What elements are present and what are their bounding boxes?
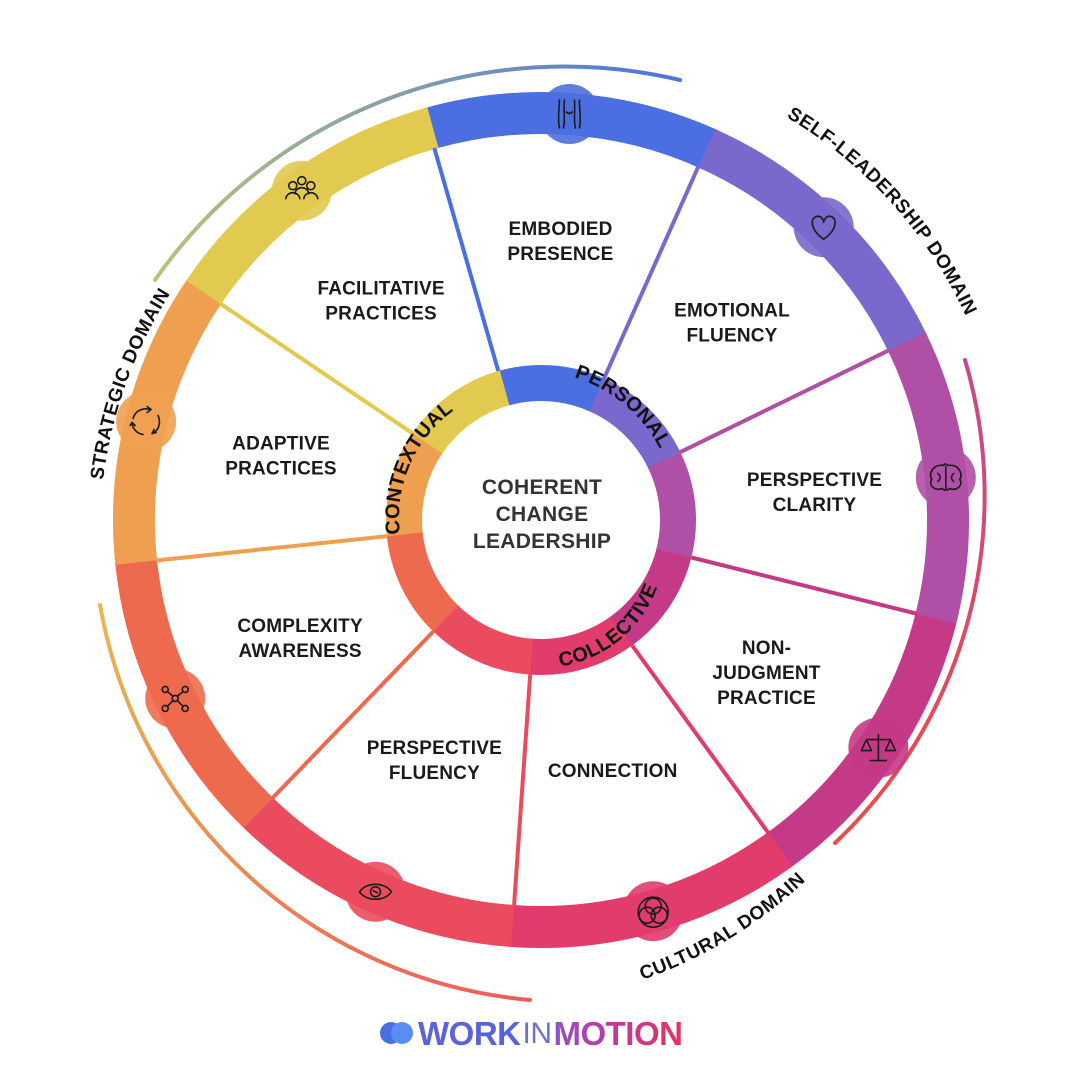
network-icon (145, 668, 206, 729)
cycle-icon (116, 391, 177, 452)
center-line-1: COHERENT (482, 476, 602, 499)
inner-ring-segment (609, 548, 692, 647)
segment-label-line: EMBODIED (509, 219, 613, 240)
eye-icon (345, 861, 406, 922)
inner-ring-segment (412, 370, 510, 454)
segment-label: COMPLEXITY AWARENESS (237, 616, 363, 662)
segment-label-line: COMPLEXITY (237, 616, 363, 637)
strategic-bottom-arc (98, 603, 532, 1002)
segment-label-line: PRACTICES (225, 459, 337, 480)
logo-word-work: WORK (418, 1015, 521, 1052)
logo-word-motion: MOTION (553, 1015, 683, 1052)
spokes (155, 147, 917, 907)
segment-label: CONNECTION (548, 761, 678, 782)
segment-label: PERSPECTIVE CLARITY (747, 470, 882, 516)
segment-label-line: PERSPECTIVE (367, 738, 502, 759)
segment-label-line: PRACTICE (717, 688, 816, 709)
segment-label-line: FLUENCY (389, 763, 480, 784)
heart-icon (793, 197, 854, 258)
segment-label: ADAPTIVE PRACTICES (225, 434, 337, 480)
spoke-line (602, 165, 701, 380)
spoke-line (219, 301, 414, 435)
segment-label-line: PRESENCE (507, 244, 613, 265)
circles-icon (623, 881, 684, 942)
spoke-line (679, 348, 890, 454)
center-line-3: LEADERSHIP (473, 530, 611, 553)
inner-ring-segment (528, 615, 633, 676)
center-label: COHERENT CHANGE LEADERSHIP (473, 476, 611, 553)
inner-ring-segment (432, 604, 534, 675)
segment-label-line: CLARITY (773, 495, 857, 516)
segment-icons (116, 84, 976, 942)
segment-label-line: PERSPECTIVE (747, 470, 882, 491)
segment-label-line: FACILITATIVE (317, 278, 444, 299)
inner-ring (386, 364, 696, 676)
inner-ring-segment (588, 378, 682, 470)
brain-icon (915, 447, 976, 508)
strategic-top-arc (153, 64, 682, 282)
spoke-line (630, 644, 771, 835)
spoke-line (690, 555, 917, 616)
segment-label-line: AWARENESS (238, 641, 361, 662)
segment-labels: EMBODIEDPRESENCEEMOTIONALFLUENCYPERSPECT… (225, 219, 882, 784)
segment-label-line: PRACTICES (325, 303, 437, 324)
scales-icon (848, 717, 909, 778)
logo-mark-icon (380, 1022, 414, 1046)
segment-label: EMBODIED PRESENCE (507, 219, 613, 265)
inner-ring-segment (498, 364, 606, 412)
segment-label-line: FLUENCY (686, 326, 777, 347)
segment-label-line: CONNECTION (548, 761, 678, 782)
spoke-line (270, 630, 435, 800)
segment-label-line: NON- (742, 638, 791, 659)
logo-word-in: IN (522, 1017, 552, 1050)
segment-label: PERSPECTIVE FLUENCY (367, 738, 502, 784)
inner-ring-segment (386, 431, 444, 537)
segment-label: NON- JUDGMENT PRACTICE (712, 638, 820, 709)
inner-ring-segment (647, 452, 696, 560)
domain-arcs (98, 64, 987, 1002)
segment-label-line: EMOTIONAL (674, 301, 790, 322)
spoke-line (512, 674, 533, 907)
cultural-right-arc (833, 358, 987, 845)
spoke-line (155, 534, 388, 563)
inner-ring-segment (386, 530, 459, 632)
segment-label-line: ADAPTIVE (232, 434, 330, 455)
work-in-motion-logo: WORK IN MOTION (380, 1014, 683, 1054)
spoke-line (432, 147, 501, 372)
segment-label: EMOTIONAL FLUENCY (674, 301, 790, 347)
people-icon (271, 160, 332, 221)
body-icon (539, 84, 600, 144)
segment-label-line: JUDGMENT (712, 663, 820, 684)
segment-label: FACILITATIVE PRACTICES (317, 278, 444, 324)
center-line-2: CHANGE (496, 503, 589, 526)
